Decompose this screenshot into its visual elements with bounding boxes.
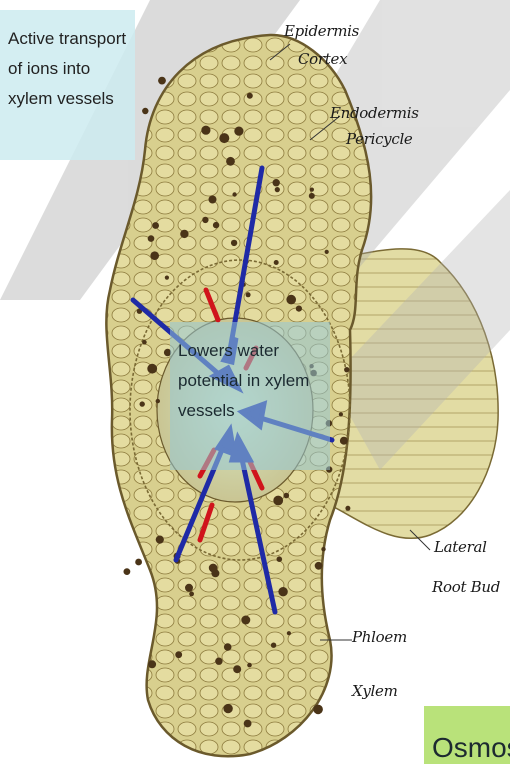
cell-dot	[209, 564, 218, 573]
cell-dot	[226, 157, 235, 166]
cell-dot	[274, 260, 279, 265]
cell-dot	[344, 367, 349, 372]
label-xylem: Xylem	[352, 682, 398, 700]
cell-dot	[309, 193, 315, 199]
cell-dot	[142, 340, 147, 345]
cell-dot	[321, 547, 325, 551]
cell-dot	[180, 230, 188, 238]
cell-dot	[224, 643, 232, 651]
cell-dot	[284, 493, 290, 499]
cell-dot	[247, 93, 253, 99]
cell-dot	[158, 77, 166, 85]
cell-dot	[241, 616, 250, 625]
cell-dot	[325, 250, 329, 254]
cell-dot	[148, 235, 155, 242]
cell-dot	[150, 251, 159, 260]
cell-dot	[232, 192, 236, 196]
cell-dot	[244, 720, 252, 728]
cell-dot	[213, 222, 219, 228]
osmosis-tab-label: Osmos	[432, 732, 510, 764]
cell-dot	[278, 587, 287, 596]
cell-dot	[345, 506, 350, 511]
active-transport-callout: Active transport of ions into xylem vess…	[0, 10, 135, 160]
cell-dot	[246, 292, 251, 297]
label-lateral: Lateral	[434, 538, 487, 556]
cell-dot	[202, 217, 208, 223]
cell-dot	[223, 704, 232, 713]
cell-dot	[275, 187, 280, 192]
cell-dot	[286, 295, 296, 305]
cell-dot	[152, 222, 159, 229]
cell-dot	[135, 559, 142, 566]
cell-dot	[310, 188, 314, 192]
cell-dot	[277, 556, 283, 562]
cell-dot	[339, 412, 343, 416]
cell-dot	[234, 127, 243, 136]
cell-dot	[219, 133, 229, 143]
cell-dot	[156, 399, 160, 403]
cell-dot	[142, 108, 148, 114]
label-pericycle: Pericycle	[346, 130, 413, 148]
cell-dot	[315, 562, 323, 570]
cell-dot	[175, 651, 182, 658]
cell-dot	[287, 631, 291, 635]
cell-dot	[165, 276, 169, 280]
label-endodermis: Endodermis	[330, 104, 419, 122]
label-epidermis: Epidermis	[284, 22, 359, 40]
cell-dot	[209, 196, 217, 204]
cell-dot	[247, 663, 252, 668]
cell-dot	[189, 592, 194, 597]
cell-dot	[271, 643, 276, 648]
cell-dot	[124, 568, 131, 575]
label-phloem: Phloem	[352, 628, 407, 646]
cell-dot	[273, 179, 280, 186]
cell-dot	[156, 536, 164, 544]
cell-dot	[340, 437, 348, 445]
cell-dot	[148, 660, 156, 668]
cell-dot	[215, 658, 222, 665]
cell-dot	[273, 496, 283, 506]
cell-dot	[201, 126, 210, 135]
cell-dot	[231, 240, 237, 246]
lowers-water-potential-callout: Lowers water potential in xylem vessels	[170, 322, 330, 470]
label-root-bud: Root Bud	[432, 578, 500, 596]
label-cortex: Cortex	[298, 50, 347, 68]
cell-dot	[140, 401, 145, 406]
cell-dot	[185, 584, 193, 592]
cell-dot	[147, 364, 157, 374]
cell-dot	[296, 306, 302, 312]
osmosis-tab[interactable]: Osmos	[424, 706, 510, 764]
cell-dot	[233, 665, 241, 673]
cell-dot	[313, 705, 323, 715]
